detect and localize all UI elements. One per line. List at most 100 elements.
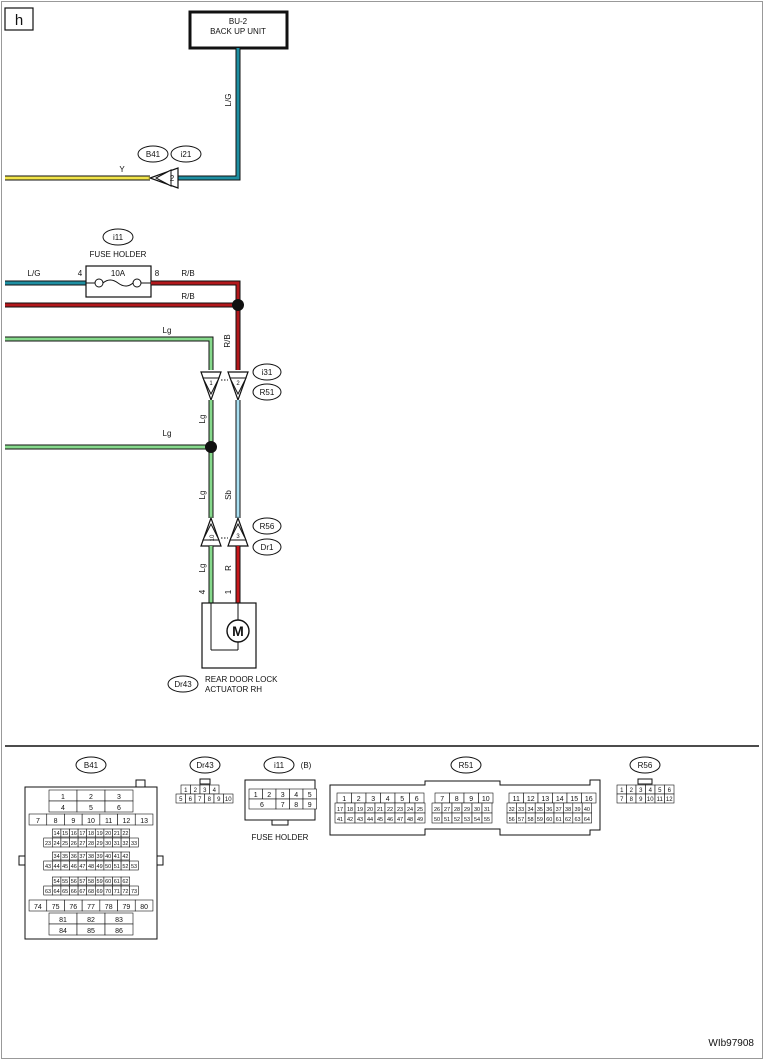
pin-number: 32 [509, 807, 515, 813]
pin-number: 16 [585, 796, 593, 803]
pin-number: 68 [88, 889, 94, 895]
badge-i11 [102, 228, 134, 246]
pin-cell [134, 813, 154, 826]
pin-number: 64 [54, 889, 60, 895]
pin-number: 35 [537, 807, 543, 813]
pin-number: 36 [71, 854, 77, 860]
pin-number: 9 [71, 818, 75, 825]
figure-id: WIb97908 [708, 1038, 754, 1049]
pin-number: 7 [440, 796, 444, 803]
face-dr43-latch [199, 778, 211, 785]
badge-label-dr43: Dr43 [174, 680, 192, 689]
pin-number: 2 [267, 792, 271, 799]
pin-number: 37 [79, 854, 85, 860]
wire-label-lg-upper: Lg [163, 326, 172, 335]
pin-number: 5 [179, 797, 183, 803]
wire-lg-upper [5, 336, 214, 370]
pin-number: 69 [97, 889, 103, 895]
pin-cell [129, 860, 139, 871]
pin-number: 45 [62, 864, 68, 870]
motor-icon [210, 603, 250, 651]
pin-number: 73 [131, 889, 137, 895]
pin-number: 21 [377, 807, 383, 813]
pin-number: 33 [518, 807, 524, 813]
fuse-rating: 10A [111, 269, 126, 278]
wire-lg-top [178, 48, 241, 181]
connector-i31-r51 [200, 371, 249, 402]
pin-number: 36 [546, 807, 552, 813]
pin-number: 17 [337, 807, 343, 813]
wire-label-rb-vertical: R/B [223, 334, 232, 347]
pin-number: 26 [434, 807, 440, 813]
pin-number: 7 [620, 797, 624, 803]
wire-label-rb-lower: R/B [181, 292, 194, 301]
pin-number: 2 [630, 788, 634, 794]
backup-unit-name: BACK UP UNIT [210, 27, 266, 36]
pin-number: 11 [105, 818, 112, 825]
pin-number: 57 [79, 879, 85, 885]
pin-number: 58 [527, 817, 533, 823]
pin-cell [481, 812, 493, 824]
pin-cell [414, 812, 426, 824]
badge-r51 [252, 383, 282, 401]
pin-number: 76 [69, 904, 77, 911]
pin-number: 38 [88, 854, 94, 860]
pin-number: 9 [639, 797, 643, 803]
pin-number: 74 [34, 904, 42, 911]
pin-number: 17 [79, 831, 85, 837]
pin-number: 41 [114, 854, 120, 860]
pin-number: 8 [54, 818, 58, 825]
pin-number: 25 [62, 841, 68, 847]
pin-number: 46 [387, 817, 393, 823]
face-badge-dr43-label: Dr43 [196, 761, 214, 770]
page-tag: h [15, 12, 23, 29]
pin-number: 7 [36, 818, 40, 825]
pin-number: 21 [114, 831, 120, 837]
pin-number: 26 [71, 841, 77, 847]
splice-rb [232, 299, 244, 311]
pin-number: 84 [59, 928, 67, 935]
pin-number: 12 [123, 818, 131, 825]
face-badge-r51 [450, 756, 482, 774]
pin-b41-i21: 2 [170, 174, 175, 183]
pin-number: 67 [79, 889, 85, 895]
face-badge-dr43 [189, 756, 221, 774]
pin-number: 42 [122, 854, 128, 860]
pin-number: 8 [208, 797, 212, 803]
pin-number: 51 [444, 817, 450, 823]
pin-number: 34 [527, 807, 533, 813]
face-badge-r56-label: R56 [638, 761, 653, 770]
pin-number: 5 [308, 792, 312, 799]
pin-number: 60 [546, 817, 552, 823]
pin-number: 85 [87, 928, 95, 935]
pin-number: 3 [281, 792, 285, 799]
wire-label-y: Y [119, 165, 125, 174]
pin-number: 5 [89, 805, 93, 812]
pin-number: 12 [527, 796, 535, 803]
pin-number: 1 [342, 796, 346, 803]
badge-label-i21: i21 [181, 150, 192, 159]
face-badge-b41 [75, 756, 107, 774]
pin-number: 20 [367, 807, 373, 813]
face-b41-latch [135, 779, 146, 788]
pin-number: 62 [122, 879, 128, 885]
pin-number: 14 [556, 796, 564, 803]
pin-number: 44 [54, 864, 60, 870]
pin-number: 59 [97, 879, 103, 885]
page-tag-box [4, 7, 34, 31]
face-i11-latch [271, 819, 289, 826]
pin-number: 1 [61, 794, 65, 801]
pin-number: 22 [122, 831, 128, 837]
pin-number: 54 [474, 817, 480, 823]
face-i11-caption: FUSE HOLDER [252, 833, 309, 842]
pin-number: 3 [639, 788, 643, 794]
pin-number: 55 [62, 879, 68, 885]
